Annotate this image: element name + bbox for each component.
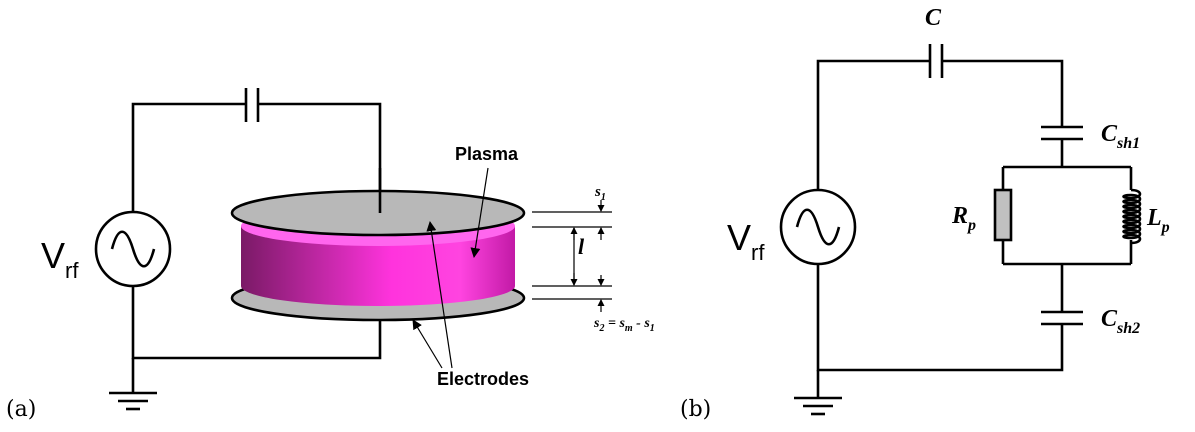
electrodes-arrow-bottom — [412, 319, 443, 369]
inductor-lp-icon — [1122, 188, 1142, 245]
capacitor-c-label: C — [925, 5, 942, 31]
panel-a-tag: (a) — [6, 397, 36, 422]
top-electrode — [230, 189, 526, 237]
panel-b-source-label: Vrf — [727, 217, 765, 265]
electrodes-label: Electrodes — [437, 369, 529, 389]
panel-a-ac-source-icon — [94, 210, 172, 288]
capacitor-csh2 — [1041, 310, 1083, 326]
panel-b-ac-source-icon — [779, 188, 857, 266]
capacitor-csh1-label: Csh1 — [1101, 121, 1140, 152]
resistor-rp — [993, 188, 1013, 242]
resistor-rp-label: Rp — [951, 203, 976, 234]
reactor-cylinder — [230, 168, 526, 322]
panel-a: Vrf Plasma Electrodes — [6, 88, 655, 422]
panel-b: C Csh1 Rp Lp Csh2 Vrf (b) — [680, 5, 1170, 422]
inductor-lp-label: Lp — [1146, 205, 1170, 236]
plasma-label: Plasma — [455, 144, 519, 164]
panel-b-wires — [816, 59, 1133, 398]
l-label: l — [578, 234, 585, 259]
panel-a-source-label: Vrf — [41, 235, 79, 283]
capacitor-c — [928, 44, 944, 78]
dimension-markers — [532, 200, 612, 312]
s2-label: s2 = sm - s1 — [593, 316, 655, 334]
s1-label: s1 — [594, 184, 606, 203]
panel-b-ground-icon — [794, 396, 842, 416]
panel-a-ground-icon — [109, 391, 157, 411]
capacitor-csh1 — [1041, 125, 1083, 141]
electrodes-arrow-top — [426, 221, 453, 369]
plasma-body — [241, 226, 515, 306]
panel-a-capacitor — [244, 88, 260, 122]
plasma-arrow — [470, 167, 489, 258]
panel-b-tag: (b) — [680, 397, 711, 422]
capacitor-csh2-label: Csh2 — [1101, 306, 1140, 337]
